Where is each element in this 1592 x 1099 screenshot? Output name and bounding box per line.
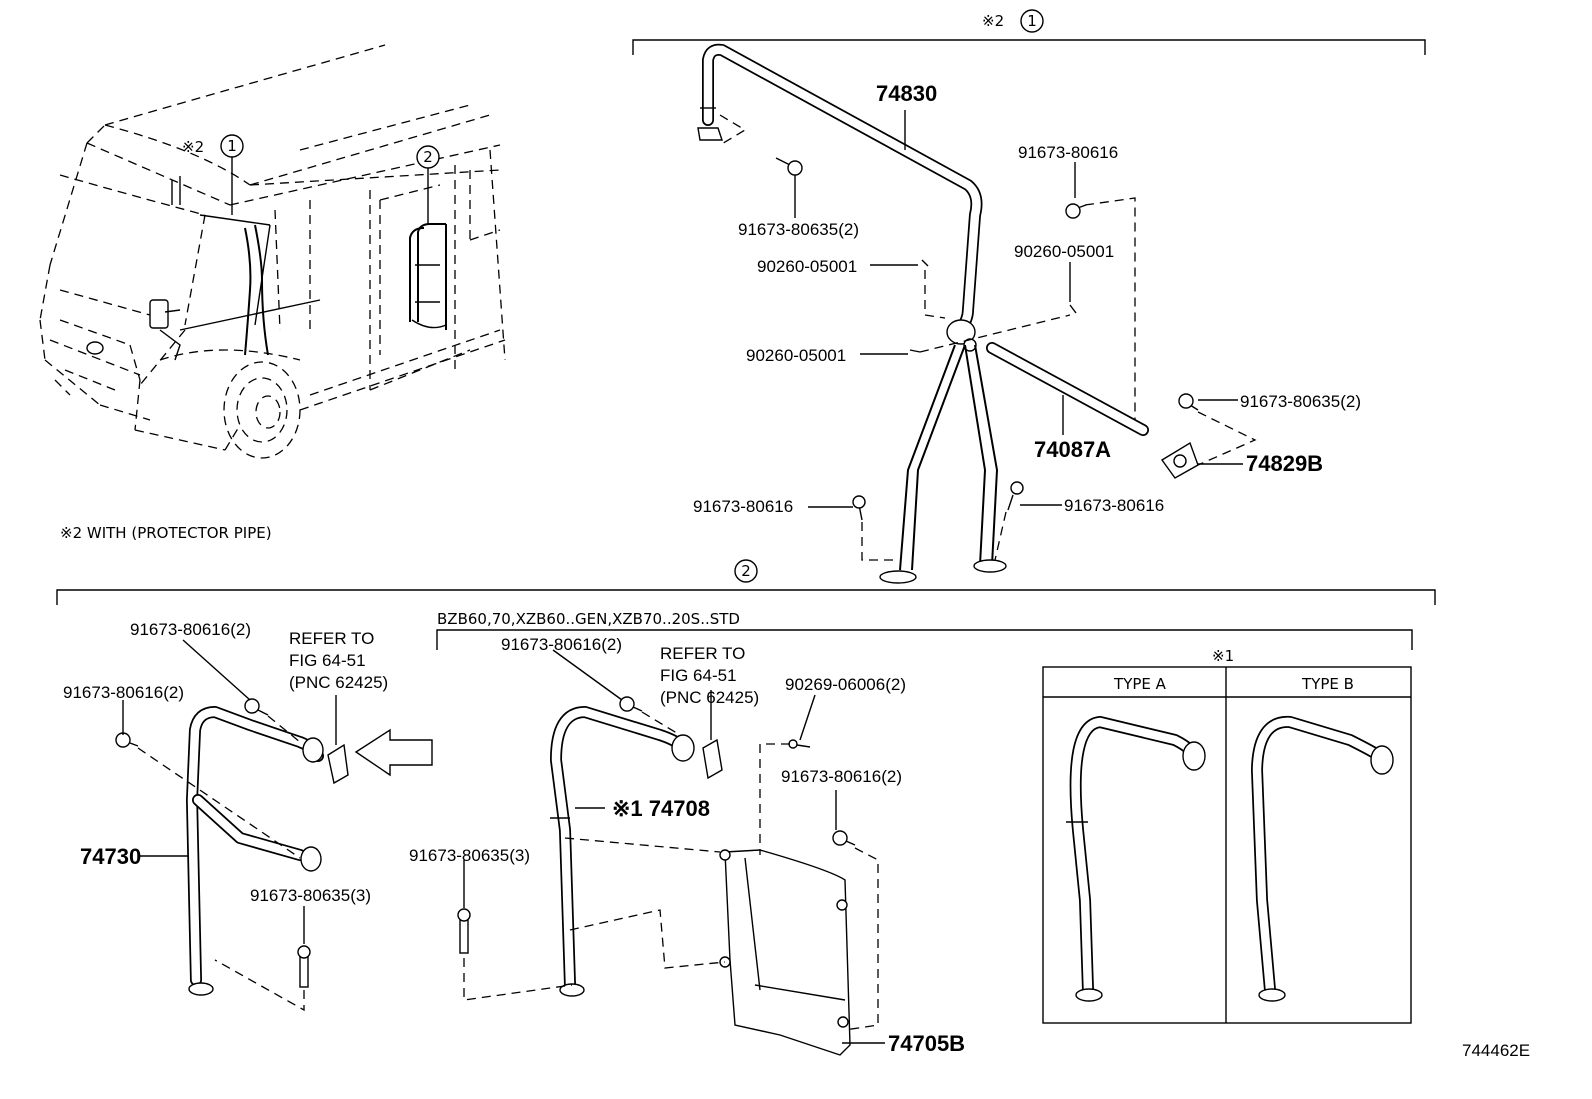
group-top-mark: ※2	[982, 12, 1004, 30]
vehicle-callout-1: 1	[227, 137, 237, 155]
model-range: BZB60,70,XZB60..GEN,XZB70..20S..STD	[437, 610, 740, 628]
vehicle-callout-2: 2	[423, 148, 433, 166]
label-91673-80616-c: 91673-80616	[1064, 496, 1164, 515]
type-b-label: TYPE B	[1301, 675, 1354, 693]
label-90260-05001-b: 90260-05001	[746, 346, 846, 365]
group-bottom: 2 91673-80616(2) 91673-80616(2) REFER TO…	[56, 559, 1436, 1056]
group-top-callout: 1	[1027, 12, 1037, 30]
label-90269-06006-2: 90269-06006(2)	[785, 675, 906, 694]
type-a-label: TYPE A	[1113, 675, 1167, 693]
refer-line2-b: FIG 64-51	[660, 666, 737, 685]
part-74705B: 74705B	[888, 1031, 965, 1056]
group-bottom-callout: 2	[741, 562, 751, 580]
label-91673-80635-2-b: 91673-80635(2)	[1240, 392, 1361, 411]
label-91673-80616-2-c: 91673-80616(2)	[501, 635, 622, 654]
label-91673-80616-b: 91673-80616	[693, 497, 793, 516]
label-91673-80635-3-b: 91673-80635(3)	[409, 846, 530, 865]
group-top-right: ※2 1	[632, 9, 1426, 584]
label-90260-05001-a: 90260-05001	[757, 257, 857, 276]
refer-line3-a: (PNC 62425)	[289, 673, 388, 692]
part-74708: ※1 74708	[612, 796, 710, 821]
figure-number: 744462E	[1462, 1041, 1530, 1060]
part-74730: 74730	[80, 844, 141, 869]
label-91673-80616-2-d: 91673-80616(2)	[781, 767, 902, 786]
protector-pipe-note: ※2 WITH (PROTECTOR PIPE)	[60, 524, 272, 542]
label-91673-80635-2-a: 91673-80635(2)	[738, 220, 859, 239]
vehicle-illustration: 1 2 ※2	[39, 44, 506, 459]
refer-line2-a: FIG 64-51	[289, 651, 366, 670]
label-91673-80616-2-a: 91673-80616(2)	[130, 620, 251, 639]
label-91673-80616-2-b: 91673-80616(2)	[63, 683, 184, 702]
vehicle-mark-2: ※2	[182, 138, 204, 156]
part-74087A: 74087A	[1034, 437, 1111, 462]
part-74829B: 74829B	[1246, 451, 1323, 476]
label-90260-05001-c: 90260-05001	[1014, 242, 1114, 261]
label-91673-80616-a: 91673-80616	[1018, 143, 1118, 162]
refer-line1-a: REFER TO	[289, 629, 374, 648]
refer-line3-b: (PNC 62425)	[660, 688, 759, 707]
refer-line1-b: REFER TO	[660, 644, 745, 663]
label-91673-80635-3-a: 91673-80635(3)	[250, 886, 371, 905]
types-mark: ※1	[1212, 647, 1234, 665]
part-74830: 74830	[876, 81, 937, 106]
